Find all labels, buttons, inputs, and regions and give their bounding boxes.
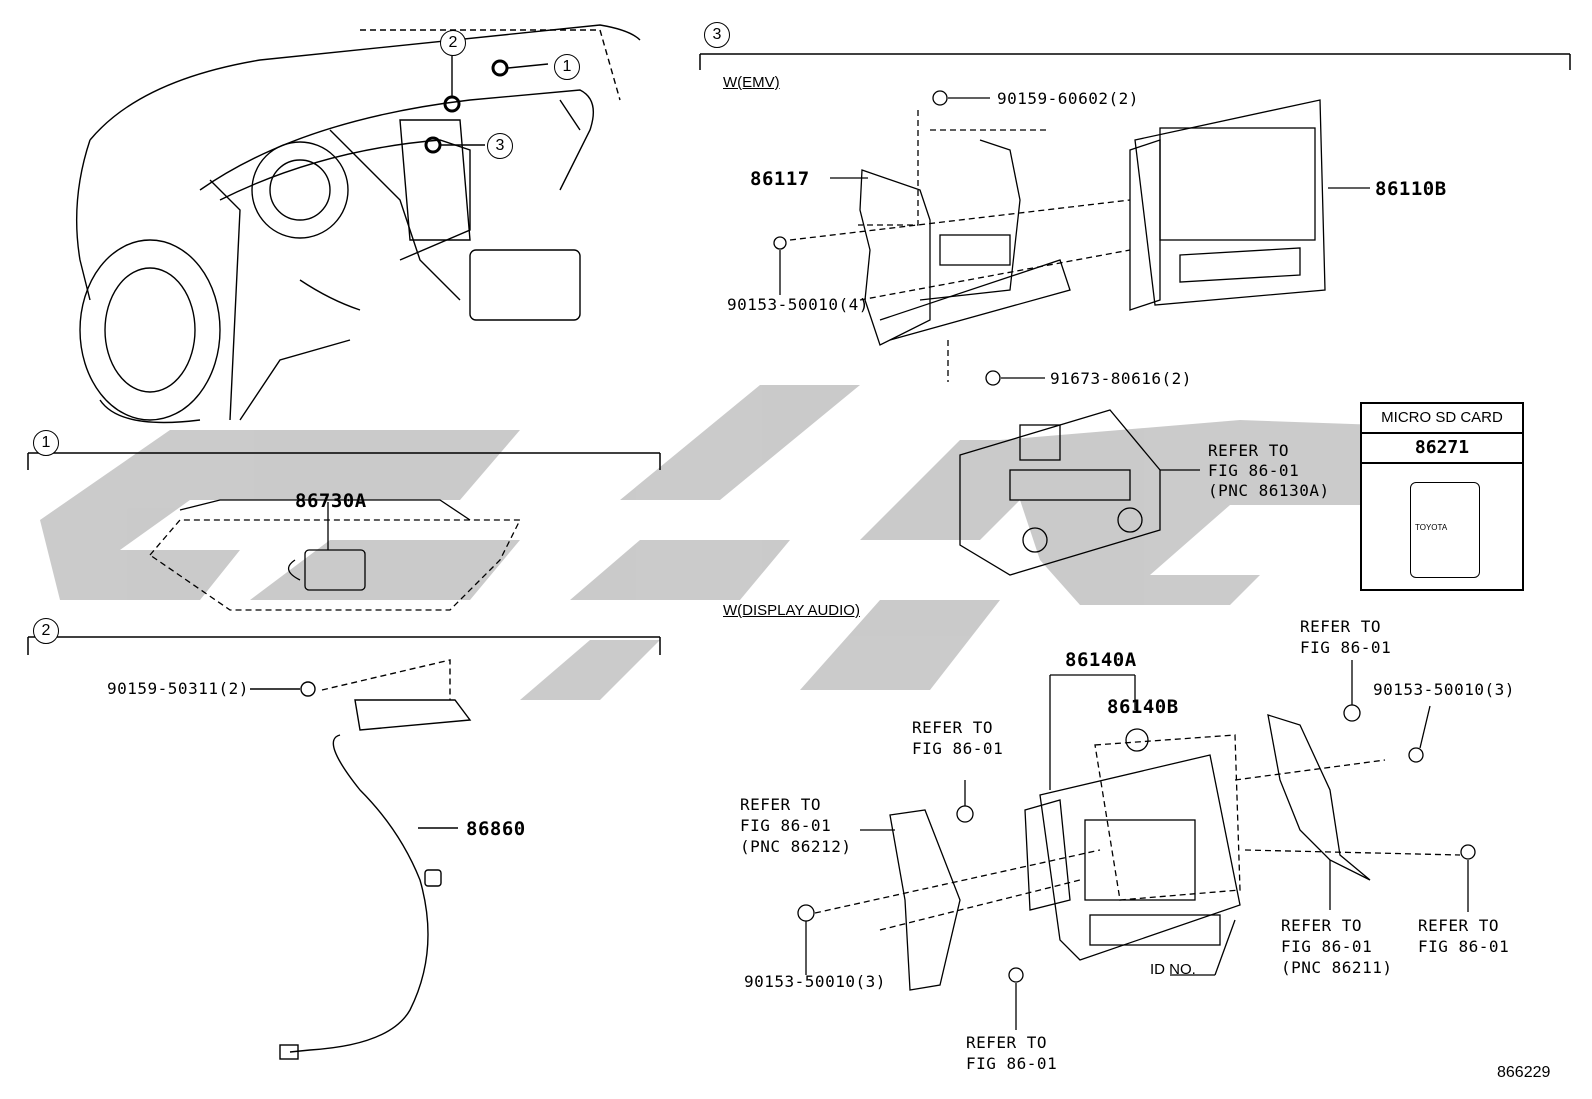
section-1-bracket — [27, 452, 661, 470]
fastener-91673-80616-label: 91673-80616(2) — [1050, 369, 1192, 388]
refer-86211-line1: REFER TO — [1281, 916, 1363, 935]
refer-upper-mid-line2: FIG 86-01 — [912, 739, 1004, 758]
refer-bottom-line1: REFER TO — [966, 1033, 1048, 1052]
refer-86211-line3: (PNC 86211) — [1281, 958, 1393, 977]
part-86860-label: 86860 — [466, 818, 526, 840]
section-marker-3: 3 — [704, 22, 730, 48]
refer-86211-line2: FIG 86-01 — [1281, 937, 1373, 956]
emv-assembly-sketch — [773, 90, 1370, 386]
section-3-bracket — [699, 53, 1571, 70]
part-86140B-label: 86140B — [1107, 696, 1179, 718]
watermark-logo — [40, 385, 1520, 700]
part-86140A-label: 86140A — [1065, 649, 1137, 671]
fastener-90153-50010-3-left-label: 90153-50010(3) — [744, 972, 886, 991]
section-2-bracket — [27, 636, 661, 655]
refer-86212-line2: FIG 86-01 — [740, 816, 832, 835]
part-86730A-label: 86730A — [295, 490, 367, 512]
fastener-90159-50311-label: 90159-50311(2) — [107, 679, 249, 698]
callout-marker-3: 3 — [487, 133, 513, 159]
part-86860-sketch — [250, 659, 472, 1060]
figure-number: 866229 — [1497, 1064, 1551, 1081]
refer-to-86130A-line2: FIG 86-01 — [1208, 461, 1300, 480]
micro-sd-card-part-number: 86271 — [1362, 434, 1522, 464]
section-marker-1: 1 — [33, 430, 59, 456]
micro-sd-card-title: MICRO SD CARD — [1362, 404, 1522, 434]
head-unit-86130A-sketch — [959, 409, 1200, 576]
refer-86212-line3: (PNC 86212) — [740, 837, 852, 856]
refer-to-86130A-line1: REFER TO — [1208, 441, 1290, 460]
variant-emv-label: W(EMV) — [723, 74, 780, 91]
fastener-90153-50010-3-right-label: 90153-50010(3) — [1373, 680, 1515, 699]
refer-right-line2: FIG 86-01 — [1418, 937, 1510, 956]
variant-display-audio-label: W(DISPLAY AUDIO) — [723, 602, 860, 619]
refer-upper-mid-line1: REFER TO — [912, 718, 994, 737]
sd-card-icon: TOYOTA — [1410, 482, 1480, 578]
refer-top-right-line1: REFER TO — [1300, 617, 1382, 636]
part-86117-label: 86117 — [750, 168, 810, 190]
sd-card-brand: TOYOTA — [1415, 523, 1448, 532]
refer-86212-line1: REFER TO — [740, 795, 822, 814]
refer-top-right-line2: FIG 86-01 — [1300, 638, 1392, 657]
vehicle-interior-sketch — [75, 24, 641, 424]
display-audio-assembly-sketch — [797, 660, 1476, 1030]
id-number-label: ID NO. — [1150, 961, 1196, 978]
callout-marker-2: 2 — [440, 30, 466, 56]
part-86110B-label: 86110B — [1375, 178, 1447, 200]
refer-bottom-line2: FIG 86-01 — [966, 1054, 1058, 1073]
section-marker-2: 2 — [33, 618, 59, 644]
fastener-90153-50010-4-label: 90153-50010(4) — [727, 295, 869, 314]
part-86730A-sketch — [149, 499, 522, 611]
micro-sd-card-box: MICRO SD CARD 86271 TOYOTA — [1360, 402, 1524, 591]
fastener-90159-60602-label: 90159-60602(2) — [997, 89, 1139, 108]
refer-to-86130A-line3: (PNC 86130A) — [1208, 481, 1330, 500]
refer-right-line1: REFER TO — [1418, 916, 1500, 935]
callout-marker-1: 1 — [554, 54, 580, 80]
